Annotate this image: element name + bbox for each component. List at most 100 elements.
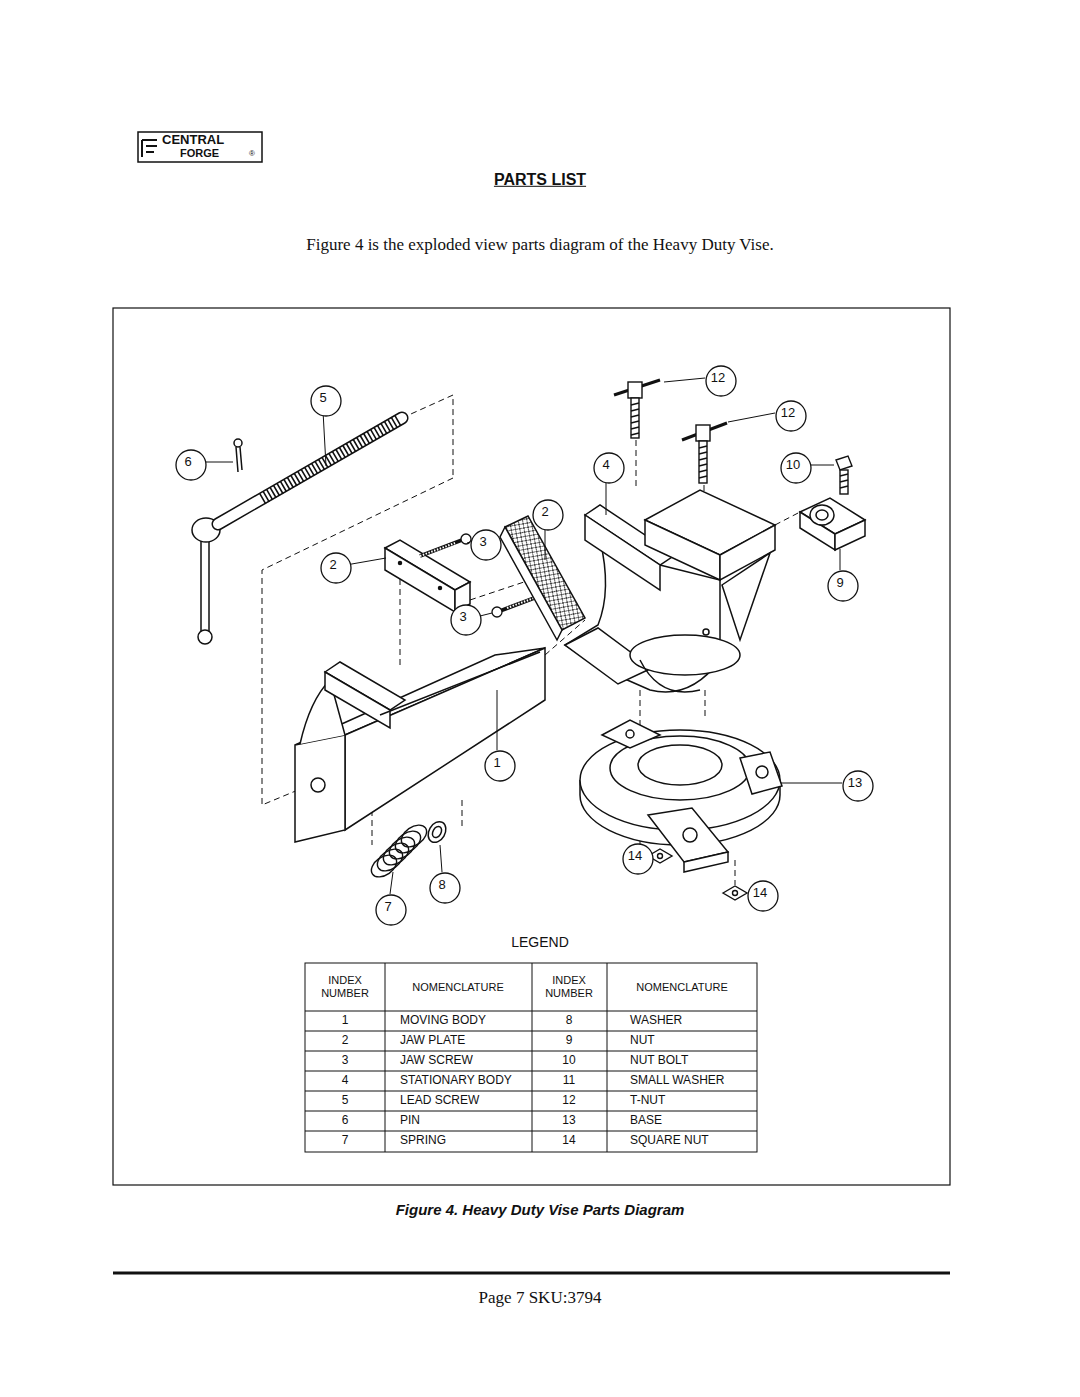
- table-header: NOMENCLATURE: [636, 981, 727, 994]
- callout-outline: [781, 453, 811, 483]
- jaw-screw: [461, 534, 471, 544]
- logo-frame: [138, 132, 262, 162]
- base: [638, 745, 722, 785]
- table-cell: 2: [342, 1034, 349, 1048]
- callout-number: 3: [470, 529, 496, 555]
- assembly-lines: [775, 512, 800, 525]
- lead-screw: [218, 418, 402, 524]
- table-cell: 13: [562, 1114, 575, 1128]
- legend-table: [305, 963, 757, 1152]
- table-cell: 14: [562, 1134, 575, 1148]
- leader-line: [664, 378, 705, 382]
- callout-number: 12: [705, 365, 731, 391]
- callout-outline: [623, 844, 653, 874]
- moving-body: [295, 735, 345, 842]
- nut-block: [800, 498, 865, 550]
- table-header: NOMENCLATURE: [412, 981, 503, 994]
- spring: [397, 821, 430, 852]
- jaw-screw: [492, 607, 502, 617]
- stationary-body: [703, 629, 709, 635]
- nut-bolt: [836, 456, 852, 470]
- base: [602, 720, 660, 748]
- nut-block: [835, 520, 865, 550]
- callout-outline: [843, 771, 873, 801]
- pin: [234, 439, 242, 472]
- table-cell: T-NUT: [630, 1094, 665, 1108]
- base: [580, 720, 782, 872]
- callout-outline: [748, 881, 778, 911]
- legend-title: LEGEND: [511, 934, 569, 950]
- moving-body: [345, 648, 545, 830]
- stationary-body: [630, 635, 740, 675]
- leader-line: [323, 411, 326, 466]
- base: [648, 808, 728, 862]
- callout-circle: 12: [775, 400, 807, 432]
- t-nut: [631, 398, 639, 438]
- table-cell: MOVING BODY: [400, 1014, 486, 1028]
- callout-circle: 4: [593, 452, 625, 484]
- callout-number: 1: [484, 750, 510, 776]
- table-cell: WASHER: [630, 1014, 682, 1028]
- table-cell: 6: [342, 1114, 349, 1128]
- callout-circle: 2: [320, 552, 352, 584]
- assembly-lines: [262, 395, 800, 885]
- callout-circle: 2: [532, 499, 564, 531]
- jaw-plate-knurled: [500, 516, 585, 640]
- callout-number: 13: [842, 770, 868, 796]
- legend-table: [305, 1011, 757, 1131]
- jaw-plate-left: [385, 548, 455, 612]
- leader-line: [346, 558, 386, 565]
- figure-caption: Figure 4. Heavy Duty Vise Parts Diagram: [396, 1201, 685, 1218]
- callout-outline: [594, 453, 624, 483]
- callout-number: 6: [175, 449, 201, 475]
- callout-circle: 14: [747, 880, 779, 912]
- table-cell: NUT: [630, 1034, 655, 1048]
- base: [626, 730, 634, 738]
- jaw-plate-left: [385, 540, 470, 612]
- callout-number: 5: [310, 385, 336, 411]
- t-nut: [682, 423, 727, 440]
- base: [740, 752, 782, 794]
- square-nut: [648, 849, 747, 900]
- table-cell: BASE: [630, 1114, 662, 1128]
- callout-circle: 14: [622, 843, 654, 875]
- callout-circle: 1: [484, 750, 516, 782]
- callout-circle: 13: [842, 770, 874, 802]
- leader-line: [840, 549, 841, 570]
- leader-line: [201, 378, 842, 894]
- leader-line: [781, 783, 842, 784]
- t-nut: [696, 425, 710, 441]
- lead-screw: [218, 418, 402, 524]
- legend-table: [385, 963, 607, 1152]
- callout-number: 7: [375, 894, 401, 920]
- jaw-plate-left: [399, 562, 402, 565]
- table-cell: 12: [562, 1094, 575, 1108]
- leader-line: [440, 845, 442, 872]
- callout-outline: [533, 500, 563, 530]
- nut-bolt: [836, 456, 852, 494]
- leader-line: [467, 542, 470, 543]
- t-nut: [699, 441, 707, 483]
- legend-table: [305, 963, 757, 1152]
- base: [683, 828, 697, 842]
- callout-circle: 8: [429, 872, 461, 904]
- table-cell: 11: [563, 1074, 575, 1088]
- table-cell: 1: [342, 1014, 349, 1028]
- callout-number: 8: [429, 872, 455, 898]
- table-cell: JAW PLATE: [400, 1034, 465, 1048]
- nut-bolt: [840, 474, 848, 488]
- callout-outline: [471, 530, 501, 560]
- logo-text: CENTRAL: [162, 133, 224, 148]
- leader-line: [606, 478, 607, 515]
- lead-screw: [198, 630, 212, 644]
- callout-outline: [176, 450, 206, 480]
- callout-number: 9: [827, 570, 853, 596]
- page-frame: [113, 308, 950, 1185]
- callout-number: 2: [532, 499, 558, 525]
- pin: [236, 447, 242, 472]
- t-nut: [614, 380, 727, 483]
- table-cell: 8: [566, 1014, 573, 1028]
- stationary-body: [640, 660, 700, 692]
- leader-line: [390, 872, 393, 894]
